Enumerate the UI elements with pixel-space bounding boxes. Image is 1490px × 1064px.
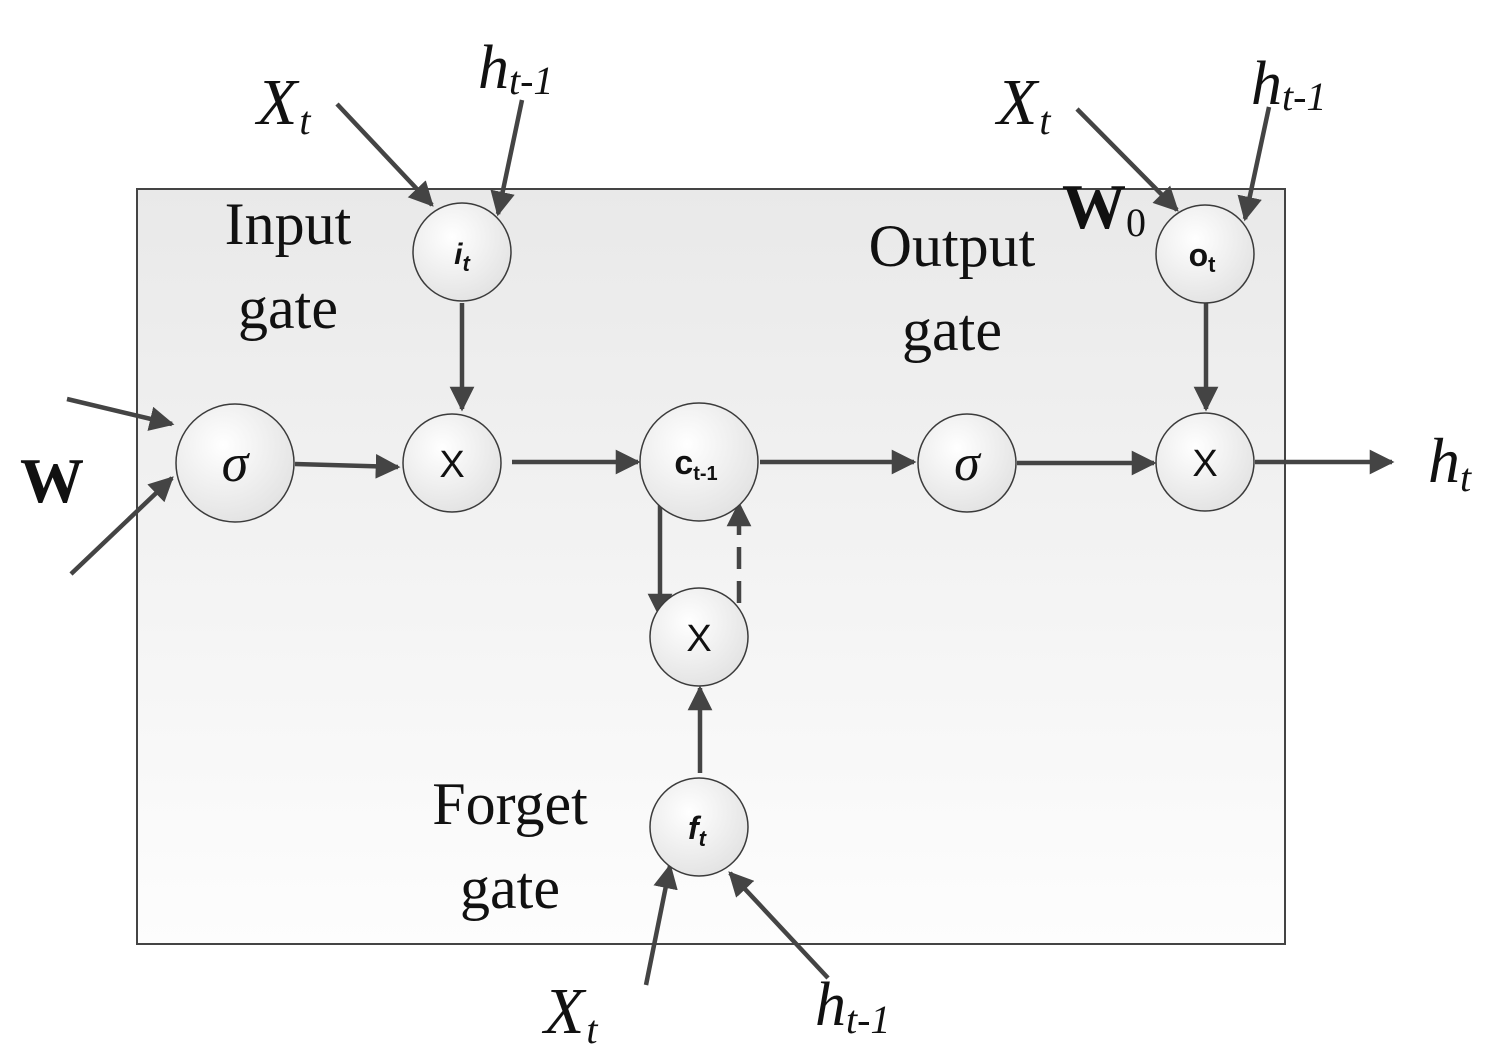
input-xt-subscript-top-right: t bbox=[1039, 98, 1051, 143]
output-gate-node: ot bbox=[1155, 204, 1255, 304]
sigma-node-right: σ bbox=[917, 413, 1017, 513]
input-gate-label-line2: gate bbox=[238, 275, 338, 341]
cell-state-node: ct-1 bbox=[639, 402, 759, 522]
cell-state-subscript: t-1 bbox=[693, 463, 717, 485]
forget-gate-subscript: t bbox=[699, 826, 708, 851]
output-ht-subscript: t bbox=[1460, 455, 1472, 500]
input-gate-symbol: i bbox=[454, 238, 463, 271]
input-ht1-symbol-top-right: h bbox=[1251, 50, 1282, 118]
input-ht1-symbol-top-left: h bbox=[478, 34, 509, 102]
svg-text:ct-1: ct-1 bbox=[674, 444, 717, 485]
forget-gate-label-line2: gate bbox=[460, 855, 560, 921]
sigma-symbol-right: σ bbox=[954, 435, 982, 492]
forget-gate-node: ft bbox=[649, 777, 749, 877]
svg-text:W0: W0 bbox=[1062, 171, 1146, 245]
sigma-node-left: σ bbox=[175, 403, 295, 523]
input-ht1-subscript-bottom: t-1 bbox=[846, 997, 890, 1042]
input-multiply-node: X bbox=[402, 413, 502, 513]
weight-w0-subscript: 0 bbox=[1126, 200, 1146, 245]
input-xt-symbol-top-right: X bbox=[994, 66, 1040, 139]
edge-xt-to-ot bbox=[1075, 107, 1179, 212]
forget-gate-symbol: f bbox=[688, 810, 702, 846]
output-multiply-node: X bbox=[1155, 412, 1255, 512]
output-multiply-symbol: X bbox=[1192, 443, 1217, 485]
input-xt-symbol-top-left: X bbox=[254, 66, 300, 139]
svg-text:Xt: Xt bbox=[254, 66, 311, 143]
input-multiply-symbol: X bbox=[439, 444, 464, 486]
svg-text:ht: ht bbox=[1428, 425, 1472, 500]
forget-gate-label-line1: Forget bbox=[432, 771, 588, 837]
input-ht1-subscript-top-left: t-1 bbox=[509, 58, 553, 103]
output-gate-label-line1: Output bbox=[869, 213, 1036, 279]
edge-ht1-to-ot bbox=[1237, 106, 1272, 222]
svg-text:Xt: Xt bbox=[994, 66, 1051, 143]
cell-state-symbol: c bbox=[674, 444, 693, 482]
svg-text:ht-1: ht-1 bbox=[1251, 50, 1326, 119]
svg-text:it: it bbox=[454, 238, 471, 276]
input-xt-subscript-top-left: t bbox=[299, 98, 311, 143]
input-xt-subscript-bottom: t bbox=[586, 1007, 598, 1052]
svg-text:ft: ft bbox=[688, 810, 708, 851]
svg-text:Xt: Xt bbox=[541, 975, 598, 1052]
input-gate-label-line1: Input bbox=[225, 191, 352, 257]
edge-sigma-to-mult bbox=[294, 453, 401, 479]
input-gate-node: it bbox=[412, 202, 512, 302]
input-xt-symbol-bottom: X bbox=[541, 975, 587, 1048]
edge-w-upper bbox=[66, 396, 175, 431]
forget-multiply-symbol: X bbox=[686, 618, 711, 660]
output-ht-symbol: h bbox=[1428, 425, 1460, 496]
weight-w0-symbol: W bbox=[1062, 171, 1126, 242]
forget-multiply-node: X bbox=[649, 587, 749, 687]
input-gate-subscript: t bbox=[463, 251, 472, 276]
output-gate-symbol: o bbox=[1189, 237, 1209, 273]
output-gate-label-line2: gate bbox=[902, 297, 1002, 363]
svg-text:ot: ot bbox=[1189, 237, 1217, 277]
edge-ht1-to-ft bbox=[728, 871, 830, 980]
svg-text:ht-1: ht-1 bbox=[478, 34, 553, 103]
sigma-symbol-left: σ bbox=[222, 433, 251, 493]
input-ht1-subscript-top-right: t-1 bbox=[1282, 74, 1326, 119]
edge-xt-to-it bbox=[335, 102, 434, 207]
weight-w-symbol: W bbox=[20, 445, 84, 516]
edge-ht1-to-it bbox=[490, 99, 525, 217]
svg-text:ht-1: ht-1 bbox=[815, 971, 890, 1042]
output-gate-subscript: t bbox=[1208, 252, 1216, 277]
edge-w-lower bbox=[69, 476, 174, 576]
edge-xt-to-ft bbox=[643, 863, 678, 986]
input-ht1-symbol-bottom: h bbox=[815, 971, 846, 1039]
